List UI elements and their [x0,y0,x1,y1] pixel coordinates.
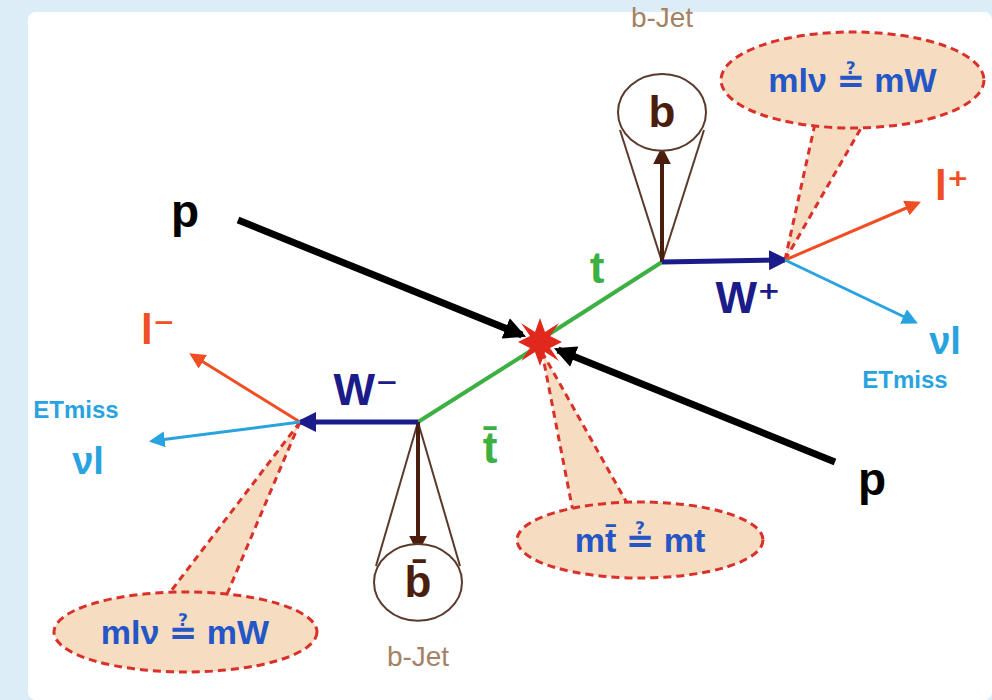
outline-shape [54,592,317,672]
mass-constraint: mt̄ ≟ mt [575,520,706,561]
antitop-quark-line [418,345,540,422]
callout-wedges [155,110,868,612]
mass-constraint-callout: mlν ≟ mW [52,590,319,674]
outline-shape [618,74,706,151]
b-quark-arrow [660,150,664,262]
neutrino-arrow [152,422,300,441]
lepton-arrow [192,355,300,422]
neutrino-arrow [785,260,915,322]
top-quark-label: t̄ [483,422,498,475]
mass-constraint-callout: mt̄ ≟ mt [515,500,765,580]
neutrino-label: νl [72,439,104,485]
top-quark-label: t [590,242,605,295]
collision-star [518,318,562,366]
outline-shape [517,502,763,578]
mass-constraint: mlν ≟ mW [768,60,936,101]
neutrino-label: νl [929,319,961,365]
proton-beam [558,350,835,462]
missing-energy-label: ETmiss [33,396,118,425]
lepton-label: l⁻ [141,305,175,355]
w-boson-label: W⁻ [334,364,399,417]
mass-constraint: mlν ≟ mW [101,612,269,653]
missing-energy-label: ETmiss [862,366,947,395]
proton-beam [238,220,522,335]
mass-constraint-callout: mlν ≟ mW [719,30,986,130]
quark-symbol: b [649,88,676,136]
proton-label: p [858,452,886,507]
b-quark-arrow [416,422,420,550]
w-boson-arrow [300,420,418,425]
quark-symbol: b̄ [405,558,432,606]
panel-ground [28,12,992,700]
lepton-arrow [785,203,918,260]
jet-heading: b-Jet [631,1,693,35]
b-jet-circle: b-Jetb [616,72,708,153]
w-boson-label: W⁺ [716,272,781,325]
b-jet-circle: b̄b-Jet [372,542,464,623]
lepton-label: l⁺ [935,161,969,211]
outline-shape [374,544,462,621]
outline-shape [721,32,984,128]
proton-label: p [171,184,199,239]
w-boson-arrow [662,260,785,262]
jet-heading: b-Jet [387,640,449,674]
